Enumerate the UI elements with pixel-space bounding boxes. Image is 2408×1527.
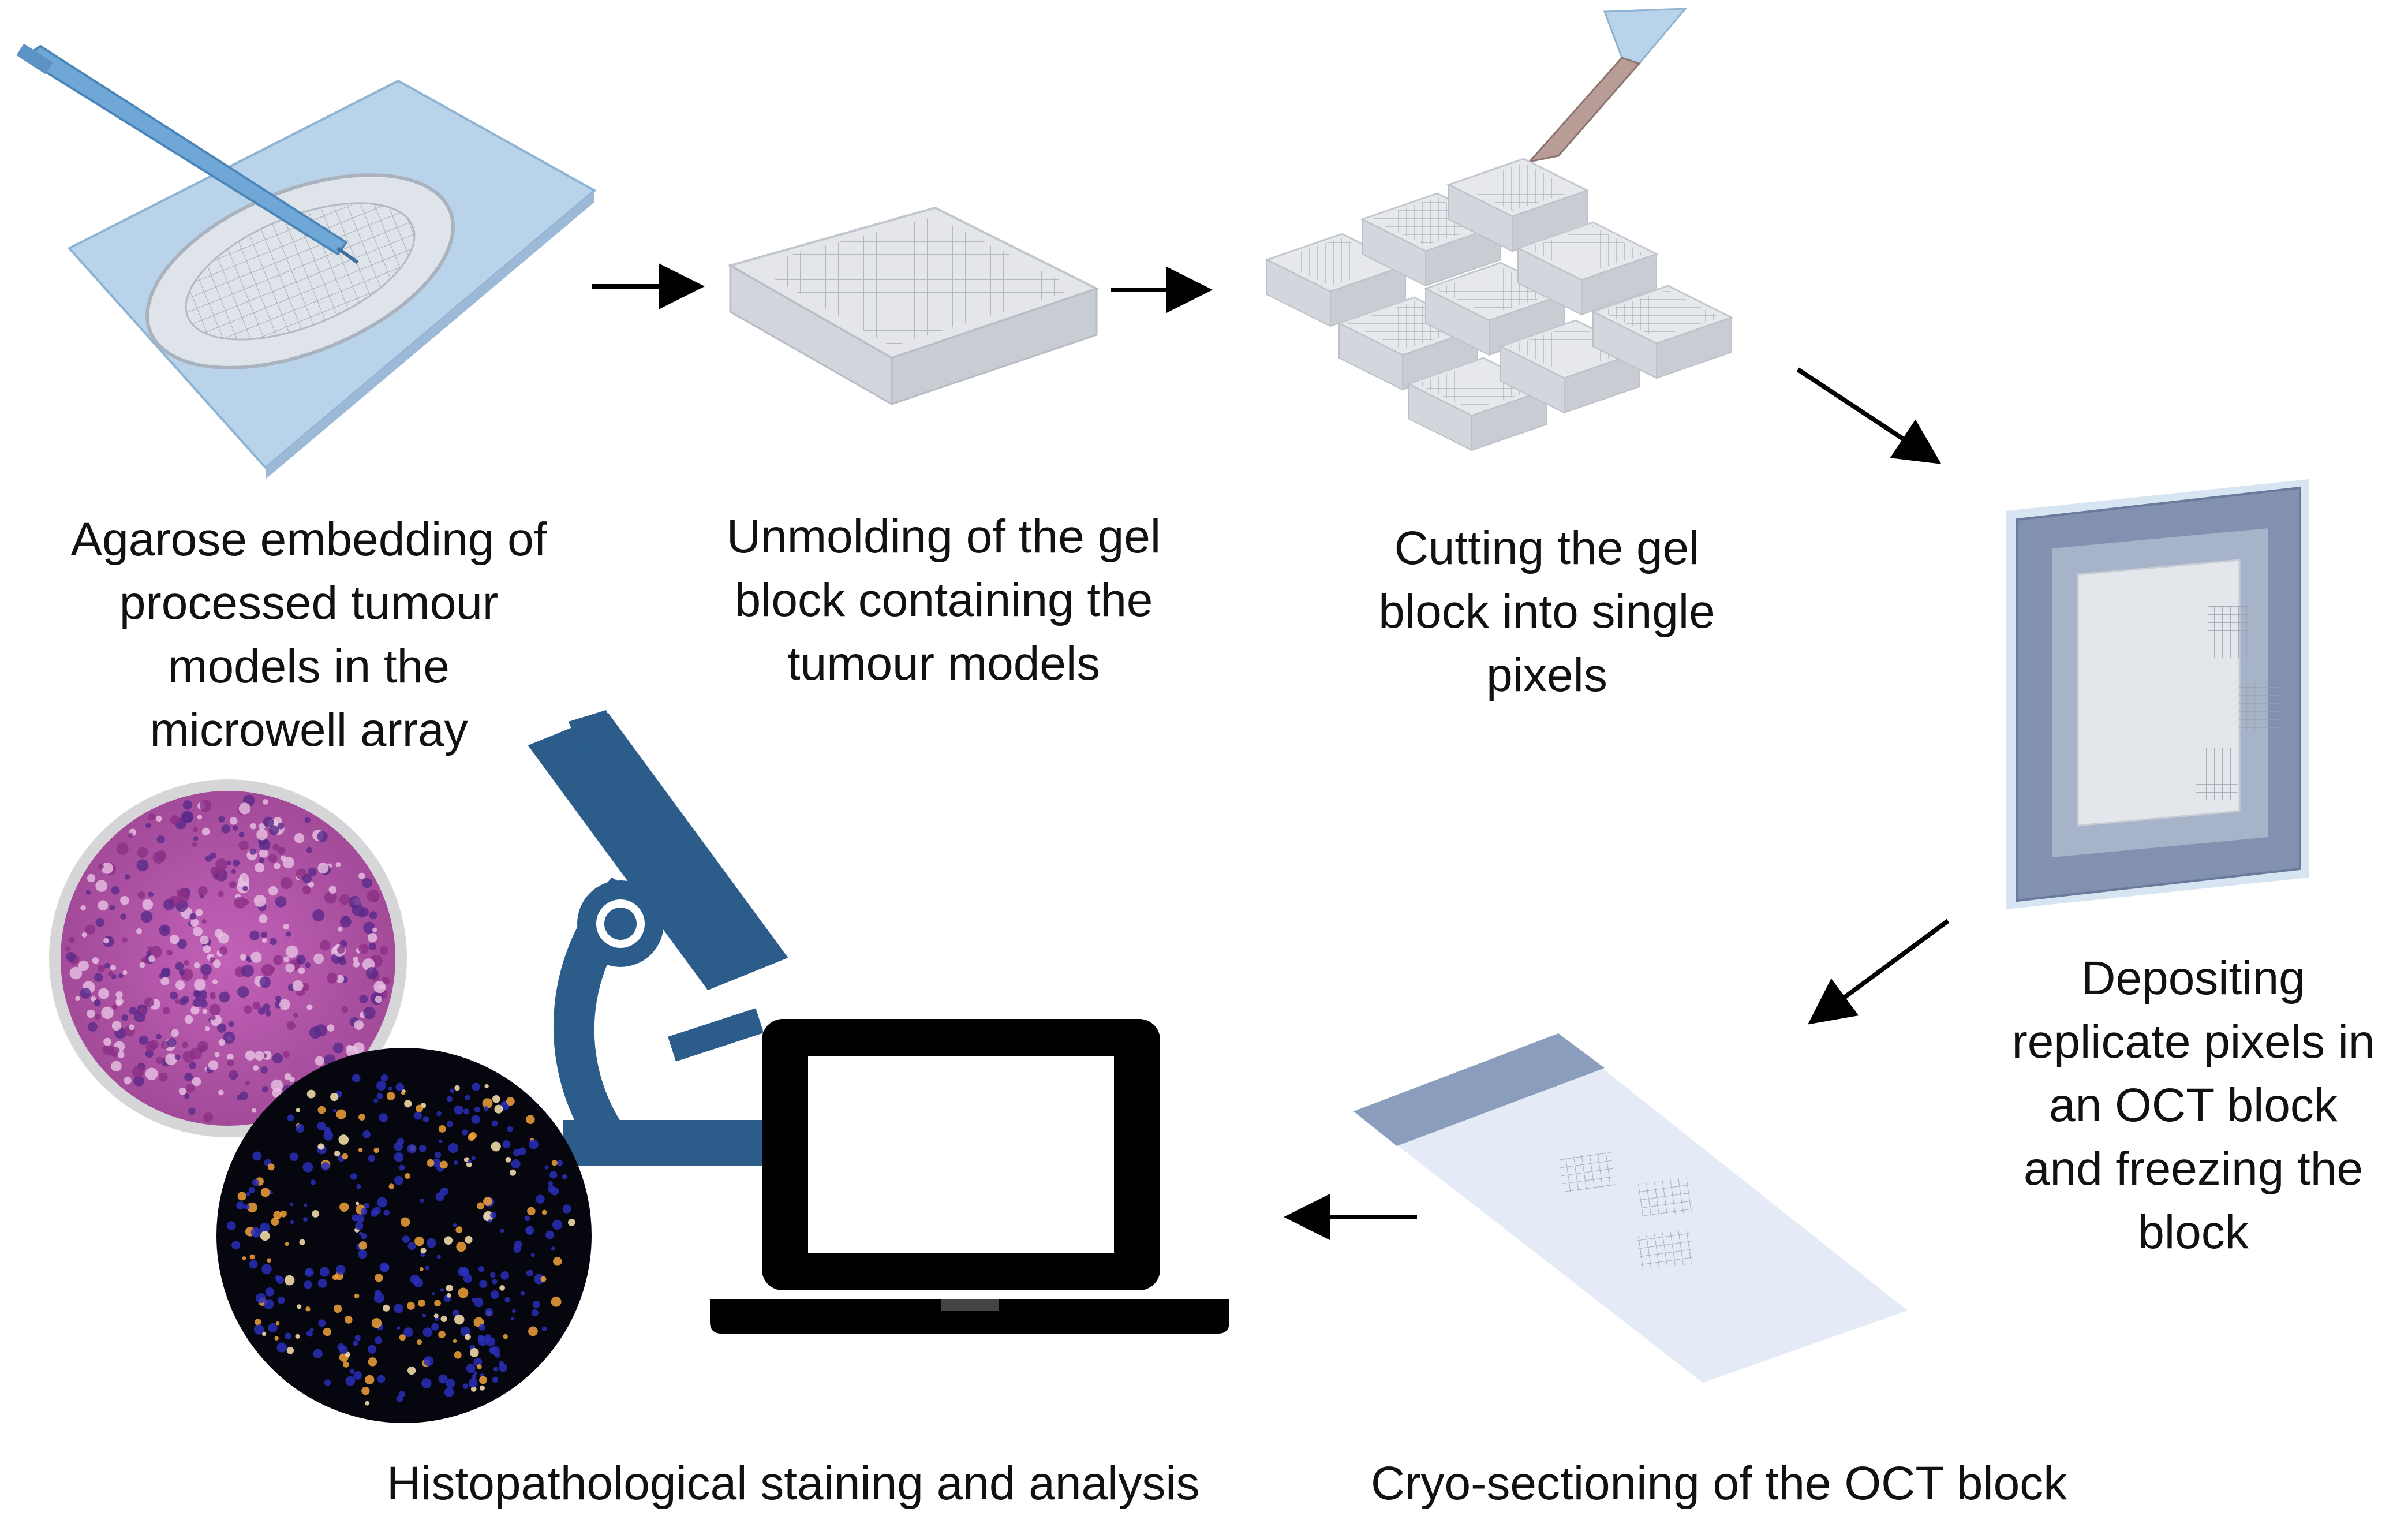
caption-unmolding: Unmolding of the gel block containing th… [726,510,1161,690]
agarose-embedding-illustration [16,43,597,479]
scalpel-icon [1527,8,1688,163]
gel-block-illustration [727,206,1100,406]
cut-pixels-illustration [1265,8,1734,451]
caption-histo: Histopathological staining and analysis [387,1457,1200,1510]
gel-pixel-cube [1591,285,1734,379]
pipette-icon [16,43,359,264]
caption-cutting: Cutting the gel block into single pixels [1378,522,1715,701]
caption-depositing: Depositing replicate pixels in an OCT bl… [2011,952,2375,1259]
gel-pixel-cube [1446,158,1590,252]
slide-label-area [1353,1033,1605,1146]
caption-agarose: Agarose embedding of processed tumour mo… [70,513,547,756]
cryo-slide-illustration [1353,1033,1908,1383]
gel-pixel-cube [1406,357,1549,451]
arrow-3 [1796,367,1942,464]
gel-pixel-cube [1516,221,1659,316]
oct-block-illustration [2006,479,2309,909]
arrow-4 [1808,919,1950,1025]
fluorescence-micrograph [216,1048,592,1423]
laptop-icon [710,1019,1229,1334]
he-stain-micrograph [49,779,407,1137]
caption-cryo: Cryo-sectioning of the OCT block [1371,1457,2067,1510]
